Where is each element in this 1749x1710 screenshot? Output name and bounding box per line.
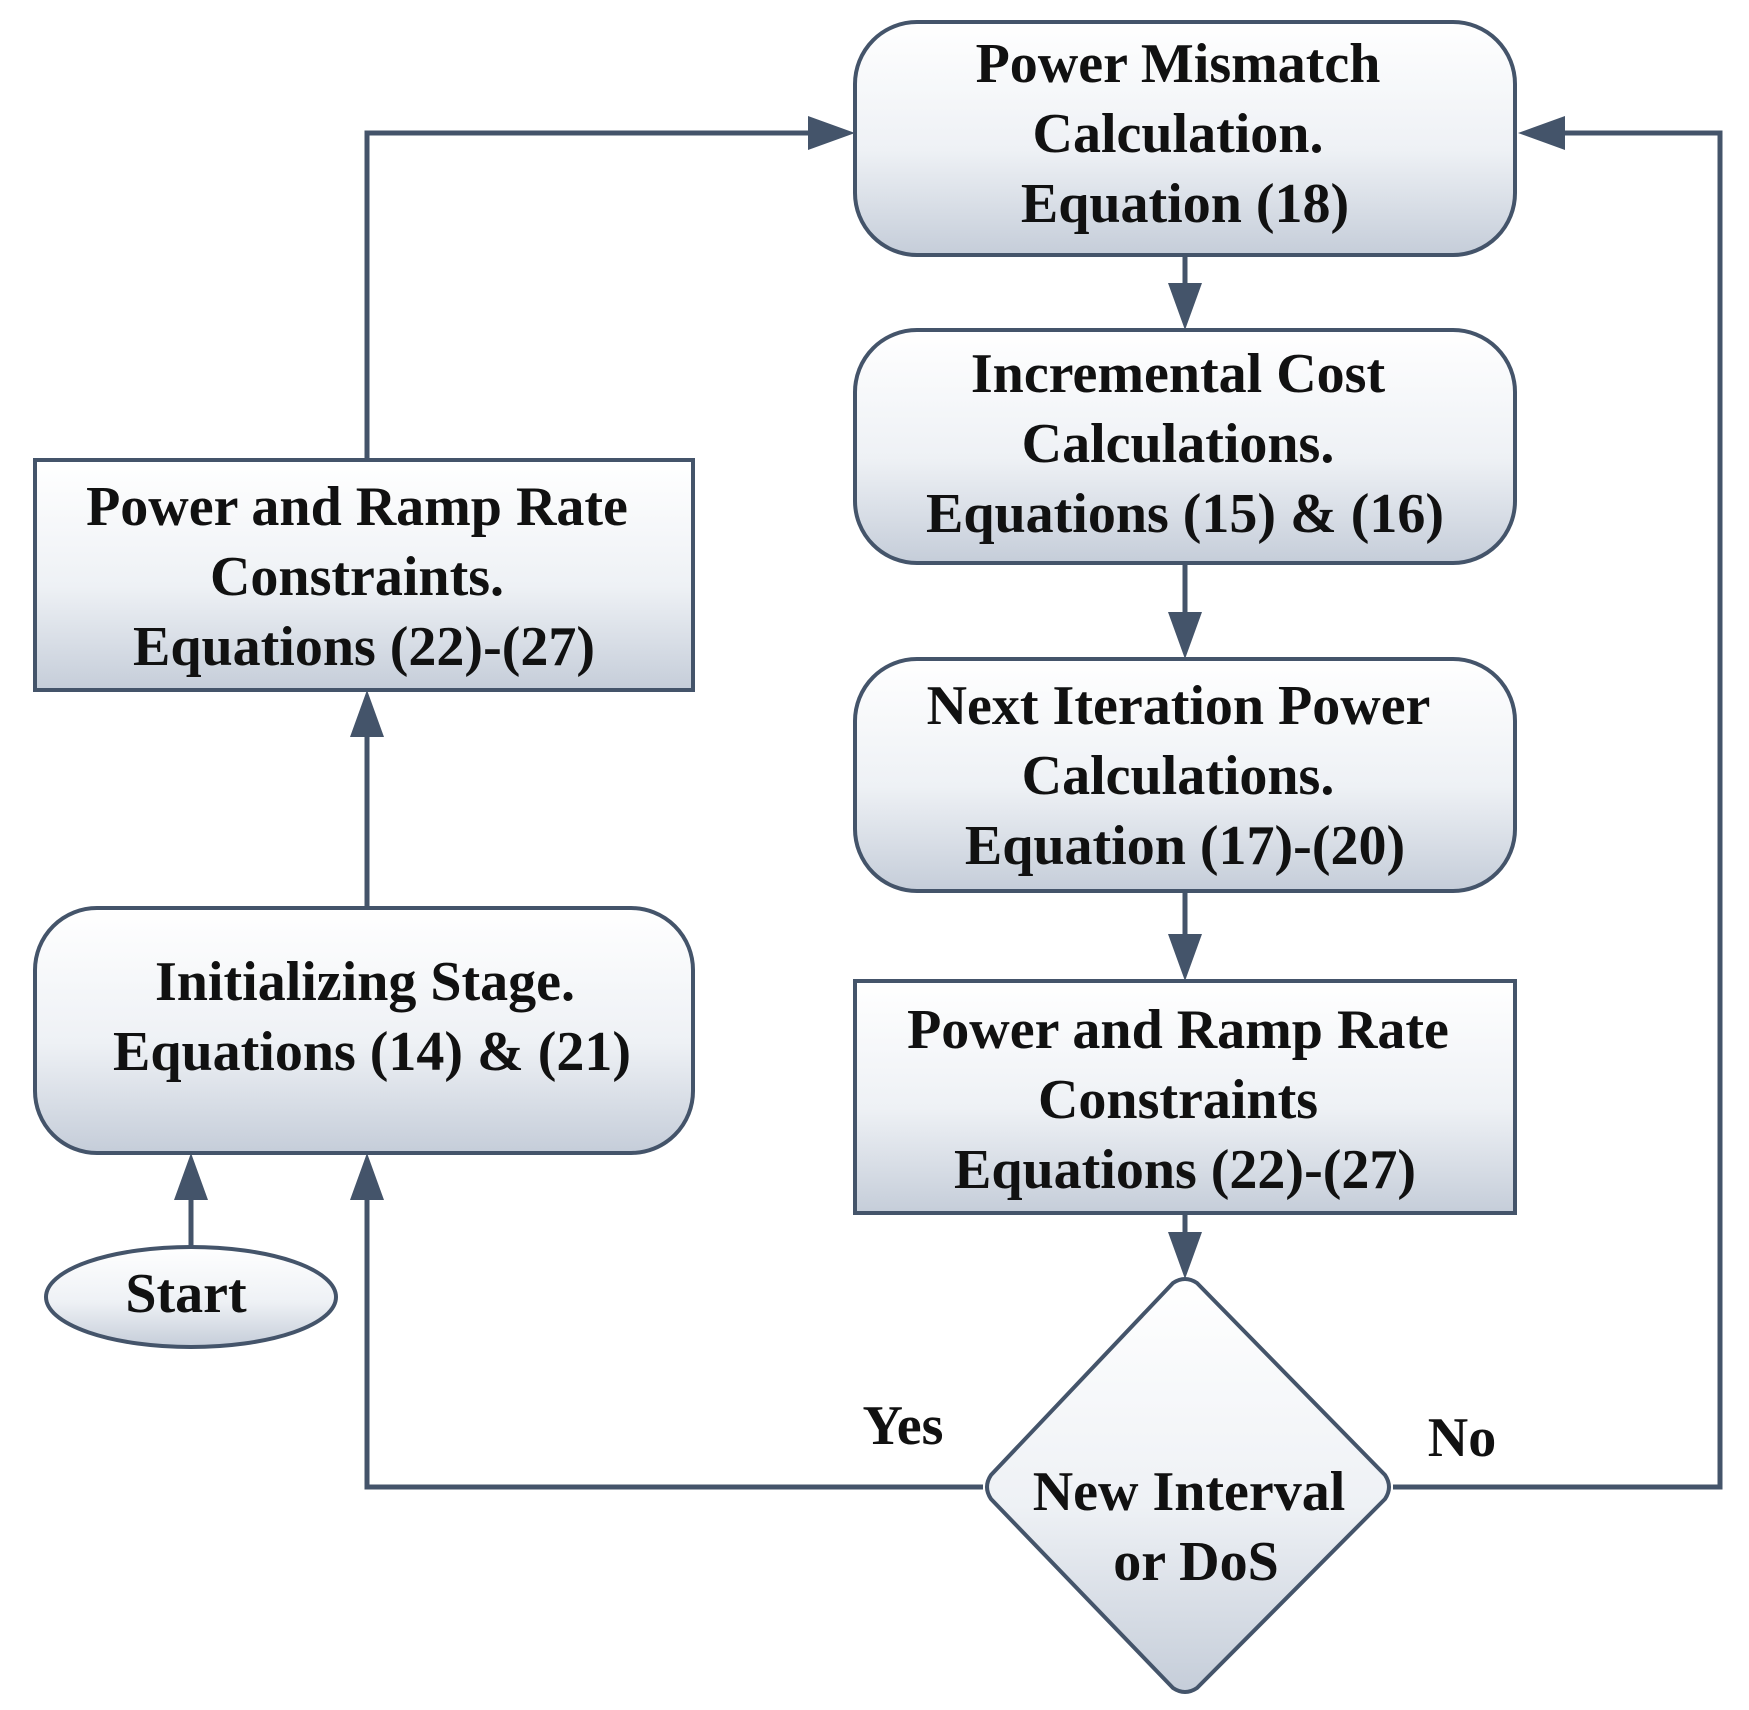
edge-decision-yes: [364, 1200, 983, 1490]
arrowhead-constraints-right-decision: [1168, 1232, 1202, 1279]
edge-label-no: No: [1428, 1407, 1496, 1469]
node-incremental-shape: [853, 328, 1517, 565]
edge-label-yes: Yes: [863, 1395, 944, 1457]
edge-decision-no: [1393, 130, 1723, 1490]
node-initializing-shape: [33, 906, 695, 1155]
node-next-iteration-shape: [853, 657, 1517, 893]
edge-constraints-left-mismatch: [364, 130, 808, 460]
node-decision-text: New Interval or DoS: [1033, 1461, 1360, 1593]
arrowhead-mismatch-incremental: [1168, 283, 1202, 330]
node-incremental-text: Incremental Cost Calculations. Equations…: [926, 343, 1444, 545]
arrowhead-initializing-constraints-left: [350, 690, 384, 737]
arrowhead-incremental-next: [1168, 612, 1202, 659]
node-decision-shape: [985, 1277, 1391, 1694]
node-start-text: Start: [125, 1263, 247, 1325]
node-next-iteration-text: Next Iteration Power Calculations. Equat…: [927, 675, 1444, 877]
node-constraints-left-text: Power and Ramp Rate Constraints. Equatio…: [86, 476, 642, 678]
node-start-shape: [44, 1245, 338, 1349]
node-constraints-left-shape: [33, 458, 695, 692]
arrowhead-next-constraints-right: [1168, 934, 1202, 981]
node-constraints-right-shape: [853, 979, 1517, 1215]
arrowhead-start-initializing: [174, 1153, 208, 1200]
arrowhead-decision-no: [1518, 116, 1565, 150]
node-mismatch-text: Power Mismatch Calculation. Equation (18…: [976, 33, 1395, 235]
node-constraints-right-text: Power and Ramp Rate Constraints Equation…: [907, 999, 1463, 1201]
node-mismatch-shape: [853, 20, 1517, 257]
node-initializing-text: Initializing Stage. Equations (14) & (21…: [113, 951, 631, 1083]
arrowhead-decision-yes: [350, 1153, 384, 1200]
arrowhead-constraints-left-mismatch: [808, 116, 855, 150]
